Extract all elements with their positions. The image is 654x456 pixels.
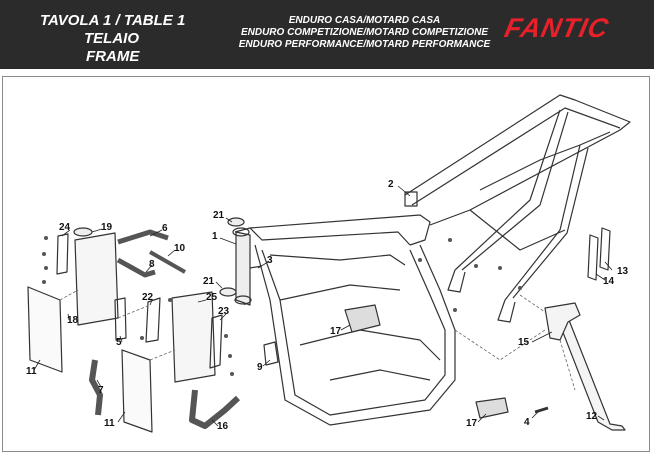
hose-10: [149, 250, 186, 274]
stand-bracket: [544, 302, 581, 341]
callout-23: 23: [218, 306, 230, 317]
radiator-guard-right: [121, 349, 153, 433]
header-bar: TAVOLA 1 / TABLE 1 TELAIO FRAME ENDURO C…: [0, 0, 654, 69]
footpeg-right: [475, 397, 509, 419]
callout-6: 6: [162, 223, 168, 234]
bracket-9: [263, 341, 279, 366]
hose-7: [89, 359, 103, 416]
table-title: TAVOLA 1 / TABLE 1: [40, 12, 186, 29]
bolt-4: [534, 406, 549, 414]
callout-14: 14: [603, 276, 615, 287]
section-title-en: FRAME: [86, 48, 140, 65]
callout-21-bottom: 21: [203, 276, 215, 287]
variant-line-1: ENDURO CASA/MOTARD CASA: [288, 15, 441, 26]
callout-8: 8: [149, 259, 155, 270]
callout-16: 16: [217, 421, 229, 432]
callout-12: 12: [586, 411, 598, 422]
callout-18: 18: [67, 315, 79, 326]
variant-line-2: ENDURO COMPETIZIONE/MOTARD COMPETIZIONE: [240, 27, 489, 38]
callout-13: 13: [617, 266, 629, 277]
callout-5: 5: [116, 337, 122, 348]
callout-19: 19: [101, 222, 113, 233]
callout-10: 10: [174, 243, 186, 254]
frame-top-tube: [234, 214, 431, 246]
spring-13: [599, 227, 611, 271]
fasteners: [42, 236, 522, 376]
callout-22: 22: [142, 292, 154, 303]
side-stand: [554, 309, 626, 431]
callout-3: 3: [267, 255, 273, 266]
callout-9: 9: [257, 362, 263, 373]
subframe: [404, 94, 631, 226]
callout-1: 1: [212, 231, 218, 242]
radiator-right: [171, 291, 216, 383]
bracket-22: [145, 297, 161, 343]
hose-6: [117, 229, 169, 245]
diagram-frame: [2, 76, 650, 452]
callout-24: 24: [59, 222, 71, 233]
bolt-3: [249, 265, 263, 269]
hose-16: [189, 389, 241, 429]
cap-19: [73, 227, 93, 237]
radiator-guard-left: [27, 286, 63, 373]
frame-cradle: [254, 244, 456, 426]
spring-14: [587, 234, 599, 281]
hose-8: [116, 257, 156, 278]
variant-line-3: ENDURO PERFORMANCE/MOTARD PERFORMANCE: [238, 39, 491, 50]
callout-2: 2: [388, 179, 394, 190]
callout-21-top: 21: [213, 210, 225, 221]
bracket-23: [209, 314, 223, 369]
callout-11-right: 11: [104, 418, 115, 429]
bearing-21: [219, 287, 237, 297]
callout-7: 7: [98, 385, 104, 396]
callout-11-left: 11: [26, 366, 37, 377]
footpeg-left: [344, 304, 381, 333]
bracket-24: [56, 233, 69, 275]
callout-4: 4: [524, 417, 530, 428]
callout-17-right: 17: [466, 418, 478, 429]
callout-15: 15: [518, 337, 530, 348]
radiator-left: [74, 232, 119, 326]
bearing-21-top: [227, 217, 245, 227]
section-title-it: TELAIO: [84, 30, 139, 47]
bracket-5: [114, 297, 127, 341]
callout-17-left: 17: [330, 326, 342, 337]
callout-25: 25: [206, 292, 218, 303]
